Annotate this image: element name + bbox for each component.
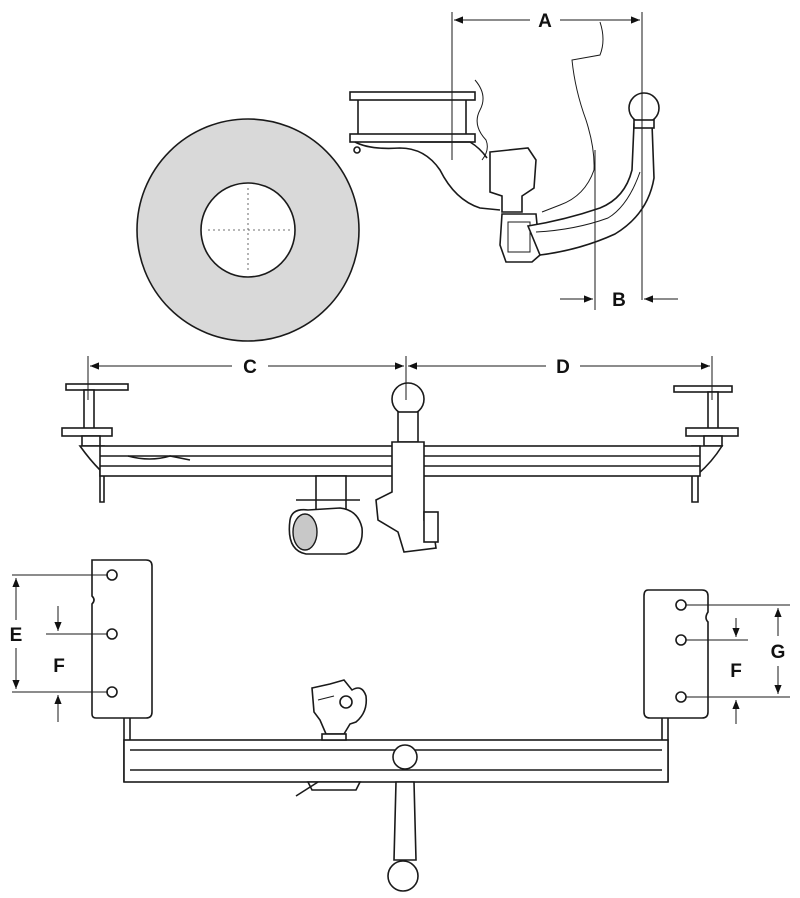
electrical-socket-unit <box>288 475 363 555</box>
wheel <box>136 118 360 342</box>
vehicle-body-outline <box>541 21 604 213</box>
right-mount-bolt <box>673 385 739 503</box>
swan-neck-arm <box>526 123 655 256</box>
dimension-label-b: B <box>612 290 626 311</box>
dimension-label-c: C <box>243 357 257 378</box>
dimension-label-d: D <box>556 357 570 378</box>
center-ball-mount <box>375 382 439 553</box>
left-mount-bolt <box>61 383 129 503</box>
side-view: A B <box>136 11 678 342</box>
dimension-label-f-right: F <box>730 661 742 682</box>
tow-ball <box>628 92 660 124</box>
dimension-label-g: G <box>771 642 786 663</box>
dimension-label-f-left: F <box>53 656 65 677</box>
socket-bracket <box>311 679 368 741</box>
tow-hitch-housing <box>489 147 541 263</box>
rear-view: C D <box>61 356 739 555</box>
dimension-label-e: E <box>10 625 23 646</box>
plan-view: E F G F <box>10 559 790 892</box>
dimension-label-a: A <box>538 11 552 32</box>
mounting-bracket <box>349 79 501 211</box>
plan-tow-arm <box>295 744 419 892</box>
